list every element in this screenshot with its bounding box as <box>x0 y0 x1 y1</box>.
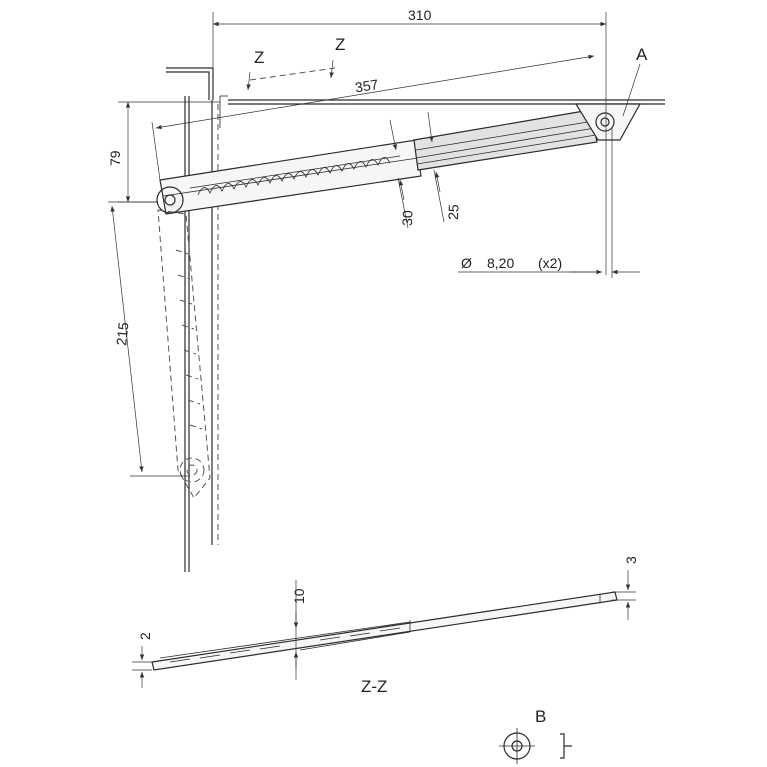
dimension-30 <box>389 119 409 229</box>
detail-a-leader <box>622 63 641 117</box>
dimension-357 <box>151 54 595 181</box>
dimension-section-2 <box>132 646 152 688</box>
hole-diameter-symbol: Ø <box>461 255 472 271</box>
folded-arm-dashed <box>157 209 211 499</box>
dim-section-3-label: 3 <box>623 556 639 564</box>
section-zz-title: Z-Z <box>361 677 387 696</box>
dim-215-label: 215 <box>113 321 131 346</box>
detail-b-view <box>499 728 572 764</box>
dimension-215 <box>108 201 190 477</box>
dim-357-label: 357 <box>354 76 380 95</box>
dim-310-label: 310 <box>408 7 432 23</box>
detail-b-label: B <box>535 707 546 726</box>
slider <box>413 109 598 171</box>
section-z-left: Z <box>254 48 264 67</box>
section-zz-view <box>151 591 618 671</box>
dim-section-10-label: 10 <box>291 588 307 604</box>
dimension-section-3 <box>612 570 636 620</box>
dim-79-label: 79 <box>107 150 123 166</box>
main-arm <box>156 139 422 215</box>
dim-25-label: 25 <box>445 204 462 220</box>
section-z-right: Z <box>335 35 345 54</box>
dimension-hole-diameter <box>458 128 640 278</box>
hole-diameter-value: 8,20 <box>487 255 514 271</box>
dim-section-2-label: 2 <box>137 632 153 640</box>
hole-count: (x2) <box>538 255 562 271</box>
detail-a-label: A <box>636 45 648 64</box>
dim-30-label: 30 <box>399 210 416 226</box>
dimension-25 <box>427 111 445 223</box>
